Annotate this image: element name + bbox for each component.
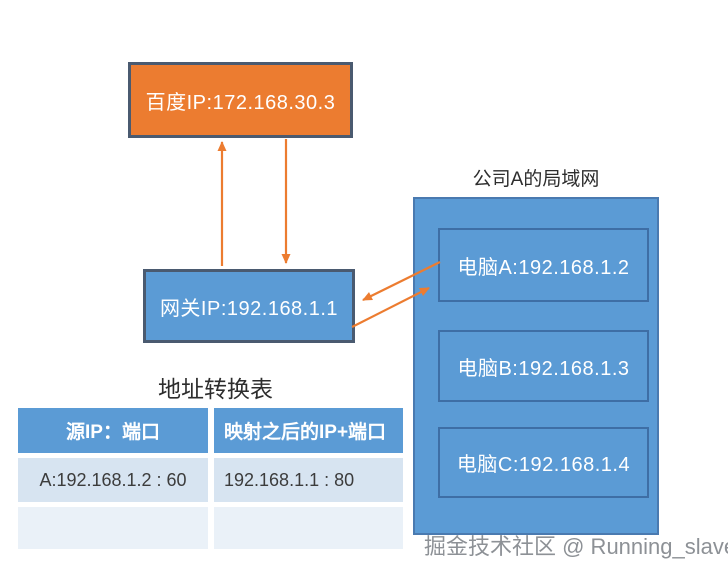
watermark-text: 掘金技术社区 @ Running_slave [424, 534, 728, 559]
nat-table-header-mapped: 映射之后的IP+端口 [214, 408, 403, 453]
computer-c-node: 电脑C:192.168.1.4 [438, 427, 649, 498]
computer-a-label: 电脑A:192.168.1.2 [457, 256, 630, 279]
nat-table-cell-mapped-empty [214, 507, 403, 549]
computer-a-node: 电脑A:192.168.1.2 [438, 228, 649, 302]
computer-b-label: 电脑B:192.168.1.3 [457, 357, 630, 380]
baidu-server-node: 百度IP:172.168.30.3 [128, 62, 353, 138]
nat-table-row: A:192.168.1.2 : 60 192.168.1.1 : 80 [18, 458, 403, 502]
nat-table-header-source: 源IP：端口 [18, 408, 208, 453]
gateway-label: 网关IP:192.168.1.1 [159, 297, 339, 320]
nat-table-row [18, 507, 403, 549]
nat-table-header-row: 源IP：端口 映射之后的IP+端口 [18, 408, 403, 453]
baidu-server-label: 百度IP:172.168.30.3 [145, 91, 336, 114]
computer-c-label: 电脑C:192.168.1.4 [456, 454, 631, 476]
computer-b-node: 电脑B:192.168.1.3 [438, 330, 649, 402]
nat-table-cell-source-empty [18, 507, 208, 549]
nat-table: 源IP：端口 映射之后的IP+端口 A:192.168.1.2 : 60 192… [18, 408, 403, 554]
nat-table-cell-source: A:192.168.1.2 : 60 [18, 458, 208, 502]
nat-table-cell-mapped: 192.168.1.1 : 80 [214, 458, 403, 502]
lan-title: 公司A的局域网 [472, 169, 600, 190]
nat-table-title: 地址转换表 [158, 376, 273, 402]
gateway-node: 网关IP:192.168.1.1 [143, 269, 355, 343]
lan-box: 电脑A:192.168.1.2 电脑B:192.168.1.3 电脑C:192.… [413, 197, 659, 535]
